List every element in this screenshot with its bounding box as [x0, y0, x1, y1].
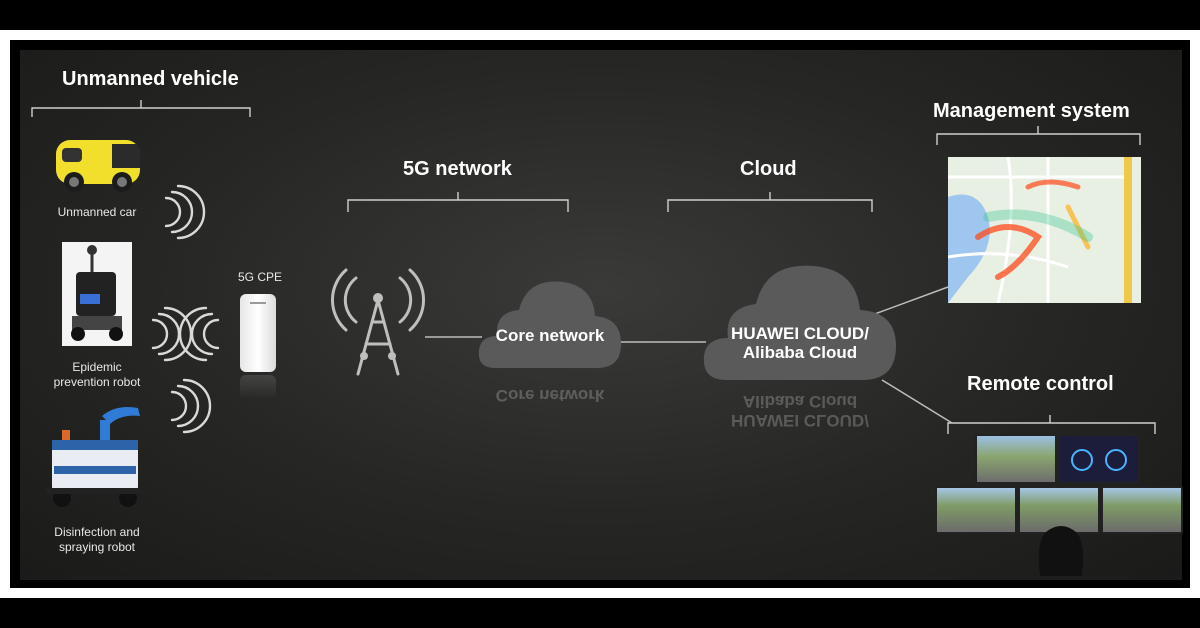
bracket-5g-network	[347, 192, 569, 212]
wave-icon	[202, 318, 220, 350]
wave-icon	[164, 196, 182, 228]
cloud-provider-reflection: HUAWEI CLOUD/ Alibaba Cloud	[710, 392, 890, 430]
robot-icon	[71, 245, 123, 341]
vehicle-label-text: Disinfection and spraying robot	[54, 525, 140, 554]
heading-remote-control: Remote control	[967, 373, 1114, 395]
heading-unmanned-vehicle: Unmanned vehicle	[62, 68, 239, 90]
driver-seat-icon	[1038, 526, 1084, 576]
link-cloud-management	[871, 286, 949, 316]
link-cloud-remote	[881, 379, 953, 424]
remote-screen-center-camera	[1018, 486, 1100, 534]
robot-photo	[62, 242, 132, 346]
vehicle-label-epidemic-robot: Epidemic prevention robot	[32, 360, 162, 390]
wave-icon	[151, 318, 169, 350]
remote-screen-dashboard	[1058, 434, 1140, 484]
vehicle-label-unmanned-car: Unmanned car	[57, 205, 137, 219]
bracket-management-system	[936, 126, 1141, 145]
wave-icon	[176, 384, 200, 428]
cpe-reflection	[240, 375, 276, 399]
wave-icon	[182, 378, 212, 434]
wave-icon	[176, 184, 206, 240]
connector-layer	[31, 100, 1156, 434]
wifi-waves-group	[151, 184, 220, 434]
vehicle-label-text: Epidemic prevention robot	[53, 360, 141, 389]
cell-tower-icon	[331, 268, 425, 376]
huawei-cloud-icon	[703, 265, 896, 380]
reflection-text: HUAWEI CLOUD/ Alibaba Cloud	[731, 392, 869, 430]
core-network-cloud-icon	[478, 281, 621, 368]
vehicle-label-disinfection-robot: Disinfection and spraying robot	[32, 525, 162, 555]
bracket-cloud	[667, 192, 873, 212]
cpe-router-icon	[240, 294, 276, 372]
wave-icon	[157, 312, 181, 356]
spray-robot-icon	[46, 407, 144, 507]
remote-screen-left-camera	[935, 486, 1017, 534]
diagram-slide: Unmanned vehicle 5G network Cloud Manage…	[20, 50, 1183, 580]
core-network-reflection: Core network	[480, 386, 620, 405]
wave-icon	[170, 190, 194, 234]
wave-icon	[190, 312, 214, 356]
remote-screen-front-camera	[975, 434, 1057, 484]
reflection-text: Core network	[495, 386, 605, 405]
bracket-unmanned-vehicle	[31, 100, 251, 117]
wave-icon	[178, 306, 208, 362]
bracket-remote-control	[947, 415, 1156, 434]
wave-icon	[170, 390, 188, 422]
core-network-label: Core network	[495, 326, 605, 345]
cloud-provider-label: HUAWEI CLOUD/ Alibaba Cloud	[731, 324, 869, 362]
management-map-image	[948, 157, 1141, 303]
heading-cloud: Cloud	[740, 158, 797, 180]
dashboard-gauge-icon	[1071, 449, 1127, 471]
unmanned-car-icon	[56, 140, 140, 192]
heading-5g-network: 5G network	[403, 158, 512, 180]
heading-management-system: Management system	[933, 100, 1130, 122]
remote-screen-right-camera	[1101, 486, 1183, 534]
cpe-label: 5G CPE	[237, 270, 282, 284]
